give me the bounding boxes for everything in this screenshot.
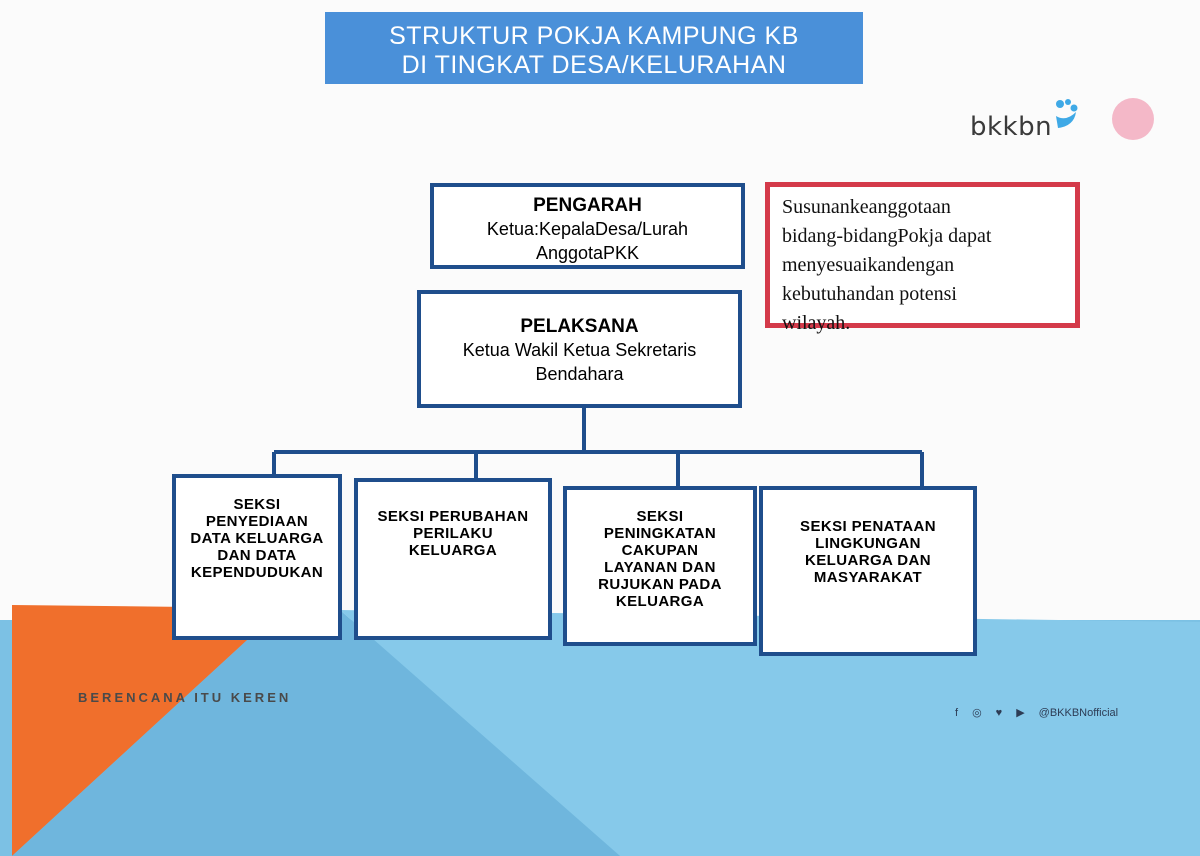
seksi-line: CAKUPAN (621, 542, 699, 559)
footer-tagline: BERENCANA ITU KEREN (78, 690, 292, 705)
seksi-penyediaan-data-box: SEKSI PENYEDIAAN DATA KELUARGA DAN DATA … (172, 474, 342, 640)
pengarah-box: PENGARAH Ketua:KepalaDesa/Lurah AnggotaP… (430, 183, 745, 269)
seksi-line: PENINGKATAN (603, 525, 717, 542)
seksi-line: LAYANAN DAN (604, 559, 716, 576)
title-line-1: STRUKTUR POKJA KAMPUNG KB (389, 22, 799, 50)
note-line: kebutuhandan potensi (782, 283, 957, 305)
note-box: Susunankeanggotaan bidang-bidangPokja da… (765, 182, 1080, 334)
bkkbn-logo-icon (1056, 99, 1078, 128)
seksi-line: SEKSI PENATAAN (800, 518, 936, 535)
note-line: bidang-bidangPokja dapat (782, 225, 992, 247)
pelaksana-box: PELAKSANA Ketua Wakil Ketua Sekretaris B… (417, 290, 742, 408)
pelaksana-line-1: Ketua Wakil Ketua Sekretaris (462, 340, 697, 360)
campaign-badge-icon (1112, 98, 1154, 140)
seksi-line: DATA KELUARGA (190, 530, 324, 547)
social-links: f ◎ ♥ ▶ @BKKBNofficial (955, 706, 1119, 720)
note-line: wilayah. (782, 312, 851, 334)
pelaksana-heading: PELAKSANA (520, 316, 639, 337)
footer-blue-light (340, 610, 1200, 856)
pelaksana-line-2: Bendahara (535, 364, 624, 384)
pengarah-line-1: Ketua:KepalaDesa/Lurah (486, 219, 689, 239)
seksi-peningkatan-cakupan-box: SEKSI PENINGKATAN CAKUPAN LAYANAN DAN RU… (563, 486, 757, 646)
seksi-perubahan-perilaku-box: SEKSI PERUBAHAN PERILAKU KELUARGA (354, 478, 552, 640)
seksi-line: KELUARGA (615, 593, 705, 610)
bkkbn-logo-text: bkkbn (970, 112, 1053, 142)
footer-blue-shade (12, 608, 620, 856)
seksi-line: MASYARAKAT (813, 569, 923, 586)
pengarah-line-2: AnggotaPKK (535, 243, 640, 263)
seksi-line: SEKSI PERUBAHAN (377, 508, 529, 525)
org-connectors (272, 408, 924, 488)
seksi-line: SEKSI (636, 508, 684, 525)
seksi-line: LINGKUNGAN (815, 535, 921, 552)
seksi-line: PENYEDIAAN (205, 513, 309, 530)
youtube-icon[interactable]: ▶ (1016, 707, 1025, 719)
title-line-2: DI TINGKAT DESA/KELURAHAN (401, 51, 787, 79)
seksi-line: RUJUKAN PADA (598, 576, 722, 593)
twitter-icon[interactable]: ♥ (995, 706, 1003, 719)
facebook-icon[interactable]: f (955, 706, 959, 719)
instagram-icon[interactable]: ◎ (972, 707, 982, 719)
seksi-line: KELUARGA DAN (805, 552, 931, 569)
social-handle[interactable]: @BKKBNofficial (1038, 706, 1119, 719)
note-line: menyesuaikandengan (782, 254, 955, 276)
seksi-penataan-lingkungan-box: SEKSI PENATAAN LINGKUNGAN KELUARGA DAN M… (759, 486, 977, 656)
title-banner: STRUKTUR POKJA KAMPUNG KB DI TINGKAT DES… (325, 12, 863, 84)
seksi-line: KEPENDUDUKAN (190, 564, 324, 581)
pengarah-heading: PENGARAH (533, 195, 642, 216)
note-line: Susunankeanggotaan (782, 196, 951, 218)
seksi-line: PERILAKU (413, 525, 493, 542)
seksi-line: SEKSI (233, 496, 281, 513)
seksi-line: KELUARGA (408, 542, 498, 559)
footer-orange-block (12, 605, 282, 856)
seksi-line: DAN DATA (217, 547, 297, 564)
